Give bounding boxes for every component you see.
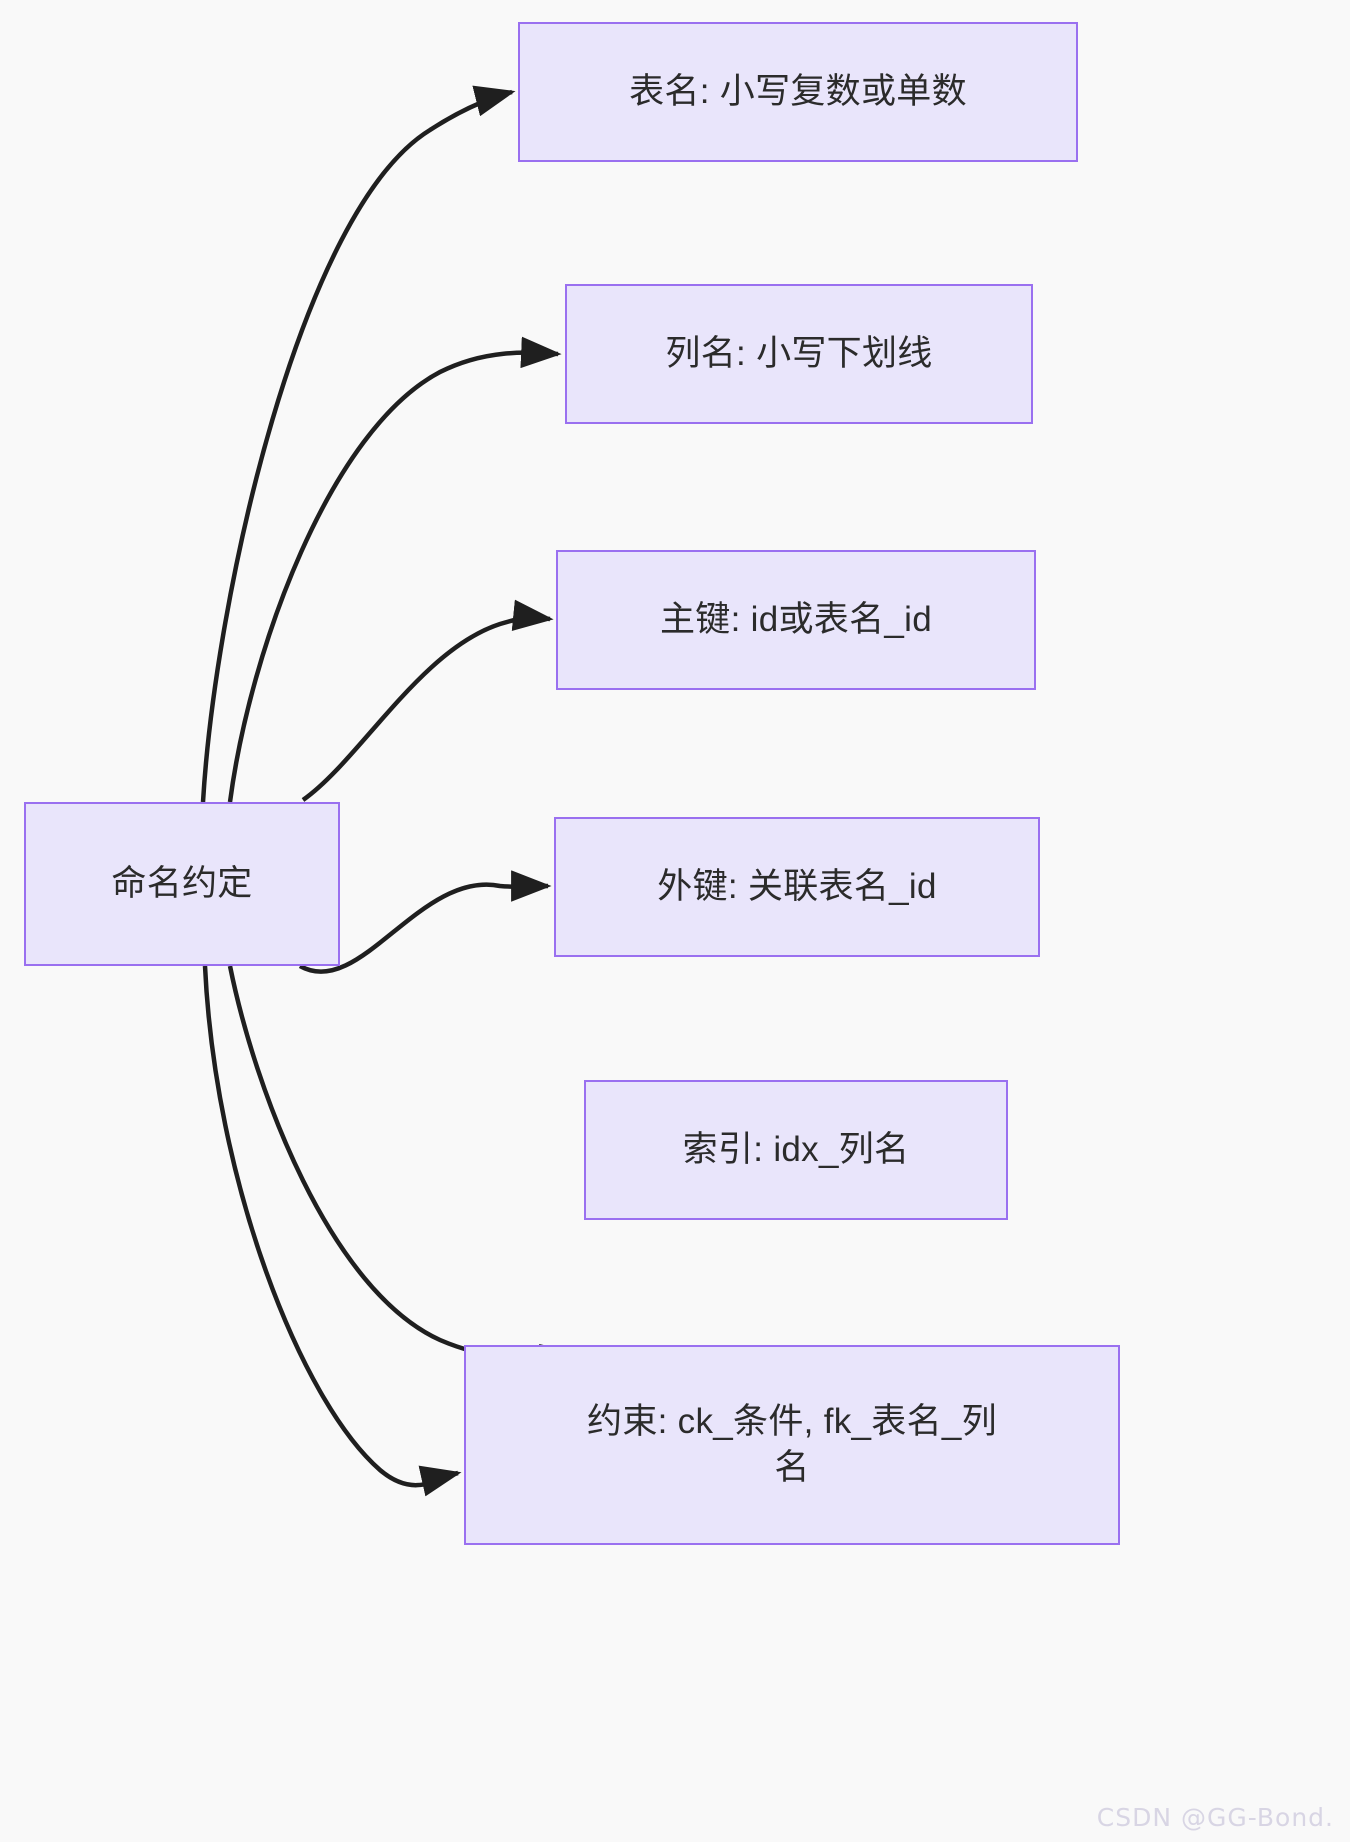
edge-root-constraint (202, 965, 462, 1497)
node-label: 约束: ck_条件, fk_表名_列 名 (587, 1401, 997, 1487)
node-label: 命名约定 (111, 863, 253, 903)
node-index[interactable]: 索引: idx_列名 (584, 1080, 1008, 1220)
node-table-name[interactable]: 表名: 小写复数或单数 (518, 22, 1078, 162)
node-column-name[interactable]: 列名: 小写下划线 (565, 284, 1033, 424)
node-label: 索引: idx_列名 (682, 1129, 910, 1169)
node-naming-conventions[interactable]: 命名约定 (24, 802, 340, 966)
watermark: CSDN @GG-Bond. (1096, 1803, 1334, 1832)
node-label: 列名: 小写下划线 (665, 333, 933, 373)
node-primary-key[interactable]: 主键: id或表名_id (556, 550, 1036, 690)
edge-root-column-name (227, 336, 562, 803)
edge-root-index (227, 965, 582, 1376)
edge-root-table-name (200, 85, 516, 803)
edge-root-primary-key (301, 599, 554, 802)
node-foreign-key[interactable]: 外键: 关联表名_id (554, 817, 1040, 957)
node-label: 主键: id或表名_id (660, 599, 932, 639)
node-label: 表名: 小写复数或单数 (629, 71, 967, 111)
node-constraint[interactable]: 约束: ck_条件, fk_表名_列 名 (464, 1345, 1120, 1545)
node-label: 外键: 关联表名_id (657, 866, 937, 906)
